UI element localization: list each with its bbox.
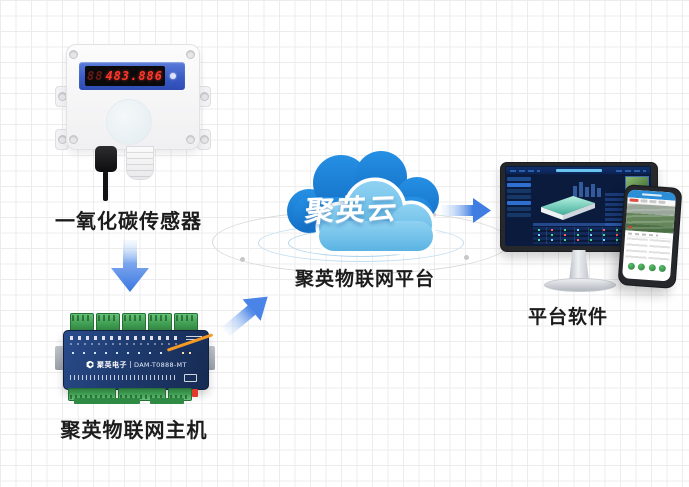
brand-logo-icon: [86, 360, 94, 369]
app-toolbar-button: [658, 200, 666, 204]
app-data-column: [625, 237, 648, 260]
screw-icon: [200, 92, 209, 101]
host-port-icon: [184, 374, 197, 382]
terminal-block: [96, 313, 120, 333]
app-data-lists: [623, 236, 672, 262]
orbit-dot: [240, 257, 245, 262]
platform-caption: 聚英物联网平台: [294, 268, 435, 290]
app-camera-view: [625, 203, 676, 234]
host-side-flange: [55, 346, 64, 370]
host-brand-bar: 聚英电子 DAM-T0888-MT: [86, 358, 206, 371]
sensor-probe: [126, 146, 154, 180]
app-data-column: [648, 238, 671, 262]
host-bottom-labels: [70, 375, 178, 380]
record-dot-icon: [628, 225, 632, 229]
dashboard-title-bar: [556, 169, 602, 172]
host-power-leds: [182, 352, 196, 354]
toggle-button-icon: [648, 263, 656, 272]
terminal-block: [174, 313, 198, 333]
orbit-dot: [464, 255, 469, 260]
monitor-base: [544, 278, 616, 292]
dashboard-table-header: [533, 223, 648, 226]
host-power-labels: [186, 335, 202, 340]
sensor-mount-ear: [197, 129, 211, 150]
arrow-down-icon: [111, 240, 149, 292]
app-switch-row: [623, 260, 672, 274]
terminal-row: [150, 398, 184, 404]
dashboard-header: [506, 167, 650, 174]
dashboard-menu: [510, 170, 540, 172]
phone-screen: [622, 189, 677, 282]
cable-gland: [95, 146, 117, 172]
sensor-caption: 一氧化碳传感器: [55, 209, 202, 233]
dashboard-table-values: [538, 229, 540, 231]
host-model-number: DAM-T0888-MT: [134, 360, 187, 369]
led-reading-value: 483.886: [105, 69, 164, 83]
led-ghost-digits: 88: [86, 69, 104, 83]
host-side-flange: [206, 346, 215, 370]
arrow-up-right-icon: [221, 296, 268, 337]
dashboard-menu: [616, 170, 646, 172]
monitor-stand: [569, 250, 589, 281]
screw-icon: [186, 135, 195, 144]
app-toolbar-button: [640, 199, 648, 203]
host-caption: 聚英物联网主机: [60, 418, 208, 442]
terminal-block: [118, 388, 166, 401]
sensor-button: [170, 73, 176, 79]
toggle-button-icon: [658, 264, 667, 273]
toggle-button-icon: [637, 263, 646, 271]
dashboard-3d-scene: [541, 182, 601, 220]
phone: [617, 184, 683, 289]
host-brand-name: 聚英电子: [97, 360, 127, 369]
gas-inlet-window: [106, 99, 152, 145]
sensor-cable: [103, 171, 108, 201]
screw-icon: [186, 50, 195, 59]
screw-icon: [69, 50, 78, 59]
divider: [130, 361, 131, 368]
toggle-button-icon: [627, 262, 635, 270]
terminal-row: [74, 398, 140, 404]
host-status-leds: [72, 352, 168, 354]
cloud-icon: [287, 151, 439, 255]
screw-icon: [69, 135, 78, 144]
cloud-title: 聚英云: [303, 191, 401, 229]
orbit-dot: [431, 212, 436, 217]
dashboard-sidebar: [507, 177, 531, 219]
terminal-block: [68, 388, 116, 401]
host-terminal-sublabels: [70, 343, 182, 345]
sensor-mount-ear: [197, 86, 211, 107]
app-record-button: [629, 198, 639, 203]
app-toolbar-button: [649, 199, 657, 204]
host-terminal-labels: [70, 336, 182, 340]
arrow-right-icon: [441, 198, 491, 223]
software-caption: 平台软件: [527, 306, 608, 328]
dashboard-table: [533, 227, 648, 244]
antenna-connector: [192, 389, 198, 397]
screw-icon: [200, 135, 209, 144]
sensor-led-display: 88 483.886: [85, 66, 165, 86]
